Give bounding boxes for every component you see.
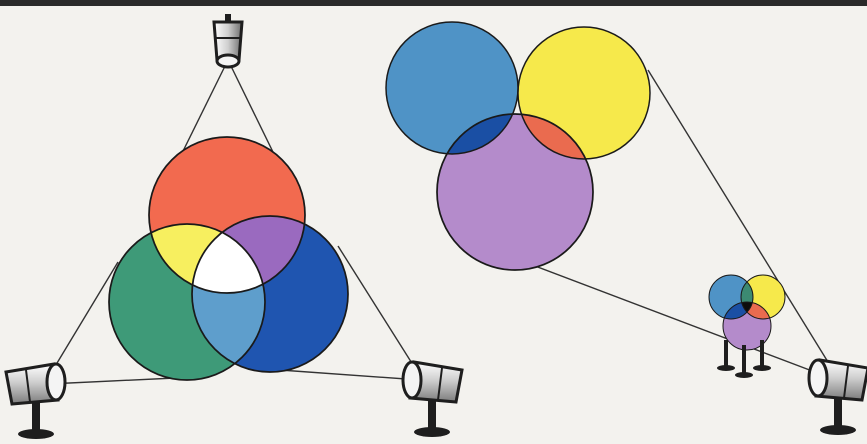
venn-circles [109,137,348,380]
spotlight-icon [214,14,242,67]
filter-stack-stands [717,340,771,378]
top-strip [0,0,867,6]
venn-circles [386,22,650,270]
spotlight-icon [6,364,65,439]
spotlight-icon [403,362,462,437]
filter-stack-icon [709,275,785,350]
spotlight-icon [809,360,867,435]
